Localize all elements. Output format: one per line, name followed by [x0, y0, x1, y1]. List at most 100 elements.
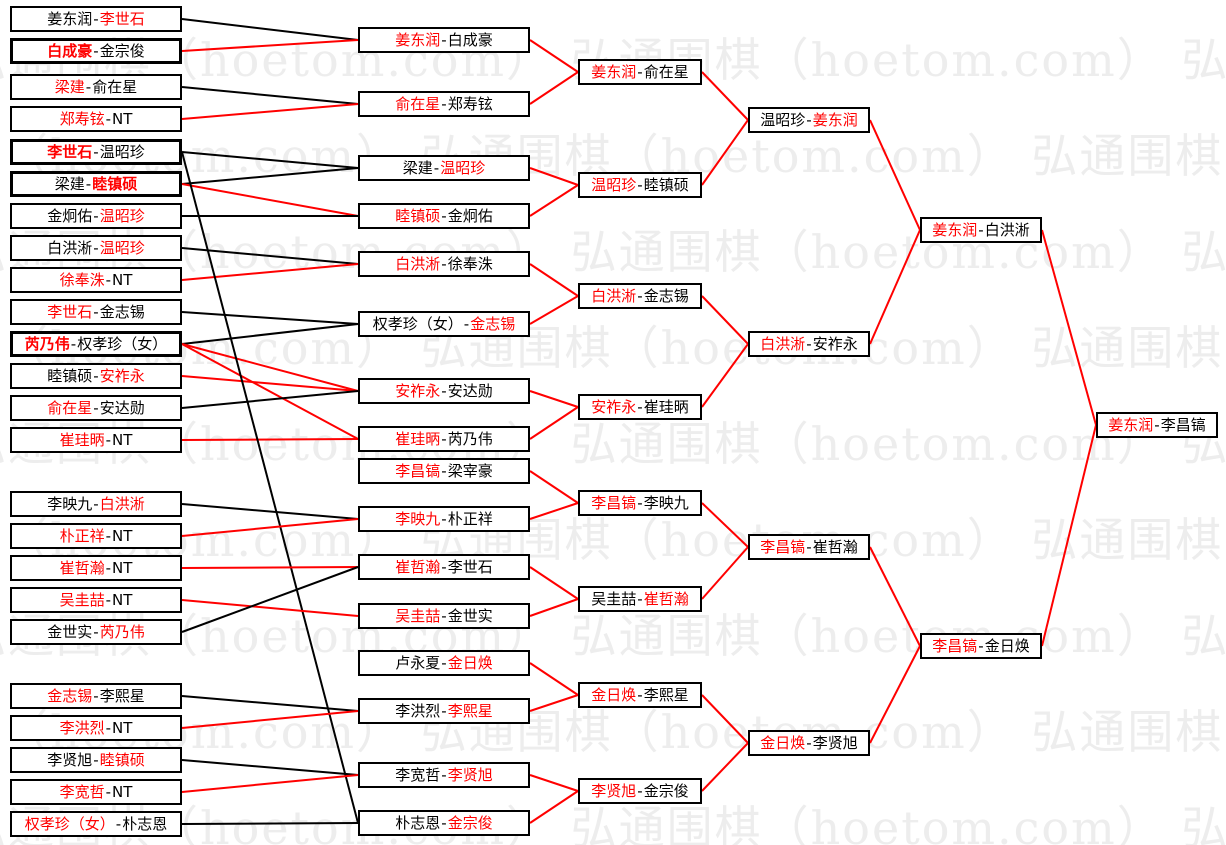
match-box[interactable]: 李映九-白洪淅	[10, 491, 182, 517]
player-right: 白洪淅	[99, 494, 145, 513]
match-box[interactable]: 李映九-朴正祥	[358, 506, 530, 532]
vs-separator: -	[441, 765, 447, 784]
vs-separator: -	[441, 429, 447, 448]
match-box[interactable]: 朴正祥-NT	[10, 523, 182, 549]
match-box[interactable]: 俞在星-安达勋	[10, 395, 182, 421]
player-left: 白洪淅	[760, 334, 806, 353]
match-box[interactable]: 李昌镐-梁宰豪	[358, 458, 530, 484]
player-left: 李映九	[395, 509, 441, 528]
match-box[interactable]: 姜东润-白洪淅	[920, 217, 1042, 243]
player-left: 徐奉洙	[59, 270, 105, 289]
player-right: 崔哲瀚	[643, 589, 689, 608]
player-left: 李昌镐	[395, 461, 441, 480]
player-left: 睦镇硕	[395, 206, 441, 225]
match-box[interactable]: 白洪淅-金志锡	[578, 283, 702, 309]
player-left: 朴志恩	[395, 813, 441, 832]
connection-line	[529, 774, 579, 792]
match-box[interactable]: 朴志恩-金宗俊	[358, 810, 530, 836]
connection-line	[529, 662, 579, 696]
match-box[interactable]: 卢永夏-金日焕	[358, 650, 530, 676]
match-box[interactable]: 权孝珍（女）-金志锡	[358, 311, 530, 337]
player-left: 姜东润	[591, 62, 637, 81]
player-left: 姜东润	[395, 30, 441, 49]
match-box[interactable]: 安祚永-崔珪昞	[578, 394, 702, 420]
connection-line	[181, 759, 359, 776]
vs-separator: -	[93, 142, 99, 161]
player-right: NT	[112, 782, 133, 801]
match-box[interactable]: 白洪淅-徐奉洙	[358, 251, 530, 277]
match-box[interactable]: 芮乃伟-权孝珍（女）	[10, 331, 182, 357]
vs-separator: -	[441, 461, 447, 480]
player-right: 金宗俊	[643, 781, 689, 800]
match-box[interactable]: 金日焕-李贤旭	[748, 730, 870, 756]
match-box[interactable]: 崔珪昞-芮乃伟	[358, 426, 530, 452]
vs-separator: -	[637, 62, 643, 81]
match-box[interactable]: 李世石-金志锡	[10, 299, 182, 325]
watermark-text: 弘通围棋（hoetom.com） 弘通围棋（hoetom.com） 弘通围棋（h…	[0, 321, 1226, 375]
match-box[interactable]: 徐奉洙-NT	[10, 267, 182, 293]
connection-line	[181, 710, 359, 729]
match-box[interactable]: 白成豪-金宗俊	[10, 38, 182, 64]
match-box[interactable]: 李贤旭-金宗俊	[578, 778, 702, 804]
match-box[interactable]: 吴圭喆-NT	[10, 587, 182, 613]
match-box[interactable]: 梁建-俞在星	[10, 74, 182, 100]
match-box[interactable]: 梁建-温昭珍	[358, 155, 530, 181]
match-box[interactable]: 白洪淅-安祚永	[748, 331, 870, 357]
vs-separator: -	[806, 733, 812, 752]
player-left: 李昌镐	[932, 636, 978, 655]
match-box[interactable]: 崔哲瀚-李世石	[358, 554, 530, 580]
match-box[interactable]: 金世实-芮乃伟	[10, 619, 182, 645]
match-box[interactable]: 睦镇硕-金炯佑	[358, 203, 530, 229]
match-box[interactable]: 白洪淅-温昭珍	[10, 235, 182, 261]
player-right: 睦镇硕	[99, 750, 145, 769]
match-box[interactable]: 姜东润-白成豪	[358, 27, 530, 53]
player-left: 芮乃伟	[24, 334, 70, 353]
player-right: 金志锡	[643, 286, 689, 305]
match-box[interactable]: 金炯佑-温昭珍	[10, 203, 182, 229]
match-box[interactable]: 李昌镐-李映九	[578, 490, 702, 516]
match-box[interactable]: 温昭珍-姜东润	[748, 107, 870, 133]
match-box[interactable]: 崔哲瀚-NT	[10, 555, 182, 581]
player-right: 睦镇硕	[92, 174, 138, 193]
match-box[interactable]: 姜东润-俞在星	[578, 59, 702, 85]
match-box[interactable]: 郑寿铉-NT	[10, 106, 182, 132]
match-box[interactable]: 俞在星-郑寿铉	[358, 91, 530, 117]
match-box[interactable]: 李洪烈-李熙星	[358, 698, 530, 724]
match-box[interactable]: 金志锡-李熙星	[10, 683, 182, 709]
match-box[interactable]: 温昭珍-睦镇硕	[578, 172, 702, 198]
match-box[interactable]: 李昌镐-崔哲瀚	[748, 534, 870, 560]
match-box[interactable]: 金日焕-李熙星	[578, 682, 702, 708]
match-box[interactable]: 李世石-温昭珍	[10, 139, 182, 165]
player-right: 郑寿铉	[447, 94, 493, 113]
match-box[interactable]: 吴圭喆-崔哲瀚	[578, 586, 702, 612]
connection-line	[529, 598, 579, 617]
match-box[interactable]: 吴圭喆-金世实	[358, 603, 530, 629]
connection-line	[529, 39, 579, 73]
match-box[interactable]: 崔珪昞-NT	[10, 427, 182, 453]
player-left: 吴圭喆	[591, 589, 637, 608]
player-right: 姜东润	[812, 110, 858, 129]
match-box[interactable]: 李贤旭-睦镇硕	[10, 747, 182, 773]
player-left: 白洪淅	[395, 254, 441, 273]
player-right: 朴正祥	[447, 509, 493, 528]
player-right: 金宗俊	[447, 813, 493, 832]
player-left: 权孝珍（女）	[24, 814, 115, 833]
match-box[interactable]: 李宽哲-NT	[10, 779, 182, 805]
player-right: 徐奉洙	[447, 254, 493, 273]
player-left: 温昭珍	[760, 110, 806, 129]
match-box[interactable]: 李宽哲-李贤旭	[358, 762, 530, 788]
vs-separator: -	[105, 526, 112, 545]
match-box[interactable]: 权孝珍（女）-朴志恩	[10, 811, 182, 837]
connection-line	[181, 375, 359, 392]
match-box[interactable]: 睦镇硕-安祚永	[10, 363, 182, 389]
match-box[interactable]: 李昌镐-金日焕	[920, 633, 1042, 659]
match-box[interactable]: 安祚永-安达勋	[358, 378, 530, 404]
match-box[interactable]: 姜东润-李世石	[10, 6, 182, 32]
match-box[interactable]: 姜东润-李昌镐	[1096, 412, 1218, 438]
match-box[interactable]: 梁建-睦镇硕	[10, 171, 182, 197]
match-box[interactable]: 李洪烈-NT	[10, 715, 182, 741]
player-left: 梁建	[54, 174, 85, 193]
player-left: 李映九	[47, 494, 93, 513]
player-right: 李昌镐	[1160, 415, 1206, 434]
